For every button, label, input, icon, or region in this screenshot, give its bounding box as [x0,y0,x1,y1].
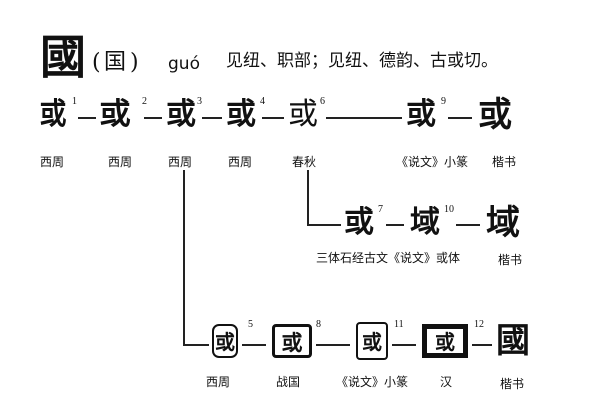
glyph-7: 或 [344,205,374,240]
connector-line [144,117,162,119]
glyph-9: 或 [406,97,436,132]
connector-line [448,117,472,119]
connector-line [78,117,96,119]
connector-line [472,344,492,346]
glyph-6: 或 [288,97,318,132]
caption: 西周 [108,155,133,169]
paren-close: ) [130,50,139,75]
caption: 楷书 [498,253,523,267]
paren-open: ( [92,50,101,75]
glyph-2: 或 [99,97,131,132]
simplified-character: 国 [104,50,127,75]
connector-line [202,117,222,119]
glyph-1: 或 [39,97,67,132]
glyph-number: 10 [444,204,454,215]
glyph-number: 8 [316,319,321,330]
connector-line [386,224,404,226]
caption: 汉 [440,375,453,389]
glyph-kaishu-row2: 域 [486,203,520,243]
connector-line [326,117,402,119]
pinyin: guó [168,54,200,74]
connector-line [262,117,284,119]
caption: 西周 [40,155,65,169]
glyph-10: 域 [410,205,440,240]
glyph-4: 或 [226,97,256,132]
glyph-number: 1 [72,96,77,107]
glyph-3: 或 [166,97,196,132]
branch-line-horizontal [307,224,341,226]
glyph-11: 或 [356,322,388,360]
glyph-number: 3 [197,96,202,107]
phonology-gloss: 见纽、职部；见纽、德韵、古或切。 [226,51,498,71]
caption: 西周 [168,155,193,169]
connector-line [392,344,416,346]
glyph-number: 7 [378,204,383,215]
caption-combined: 三体石经古文《说文》或体 [316,251,461,265]
glyph-number: 12 [474,319,484,330]
glyph-number: 9 [441,96,446,107]
branch-line-vertical [183,170,185,346]
connector-line [316,344,350,346]
glyph-12: 或 [422,324,468,358]
glyph-8: 或 [272,324,312,358]
caption: 西周 [228,155,253,169]
caption: 西周 [206,375,231,389]
connector-line [456,224,480,226]
glyph-number: 2 [142,96,147,107]
glyph-number: 6 [320,96,325,107]
glyph-5: 或 [212,324,238,358]
connector-line [242,344,266,346]
glyph-number: 4 [260,96,265,107]
headword-character: 國 [40,30,86,84]
branch-line-vertical [307,170,309,226]
caption: 春秋 [292,155,317,169]
caption: 楷书 [492,155,517,169]
branch-line-horizontal [183,344,209,346]
caption: 《说文》小篆 [396,155,469,169]
glyph-kaishu-row3: 國 [496,321,530,361]
glyph-number: 11 [394,319,404,330]
caption: 楷书 [500,377,525,391]
caption: 《说文》小篆 [336,375,409,389]
glyph-kaishu-row1: 或 [478,95,512,135]
glyph-number: 5 [248,319,253,330]
caption: 战国 [276,375,301,389]
